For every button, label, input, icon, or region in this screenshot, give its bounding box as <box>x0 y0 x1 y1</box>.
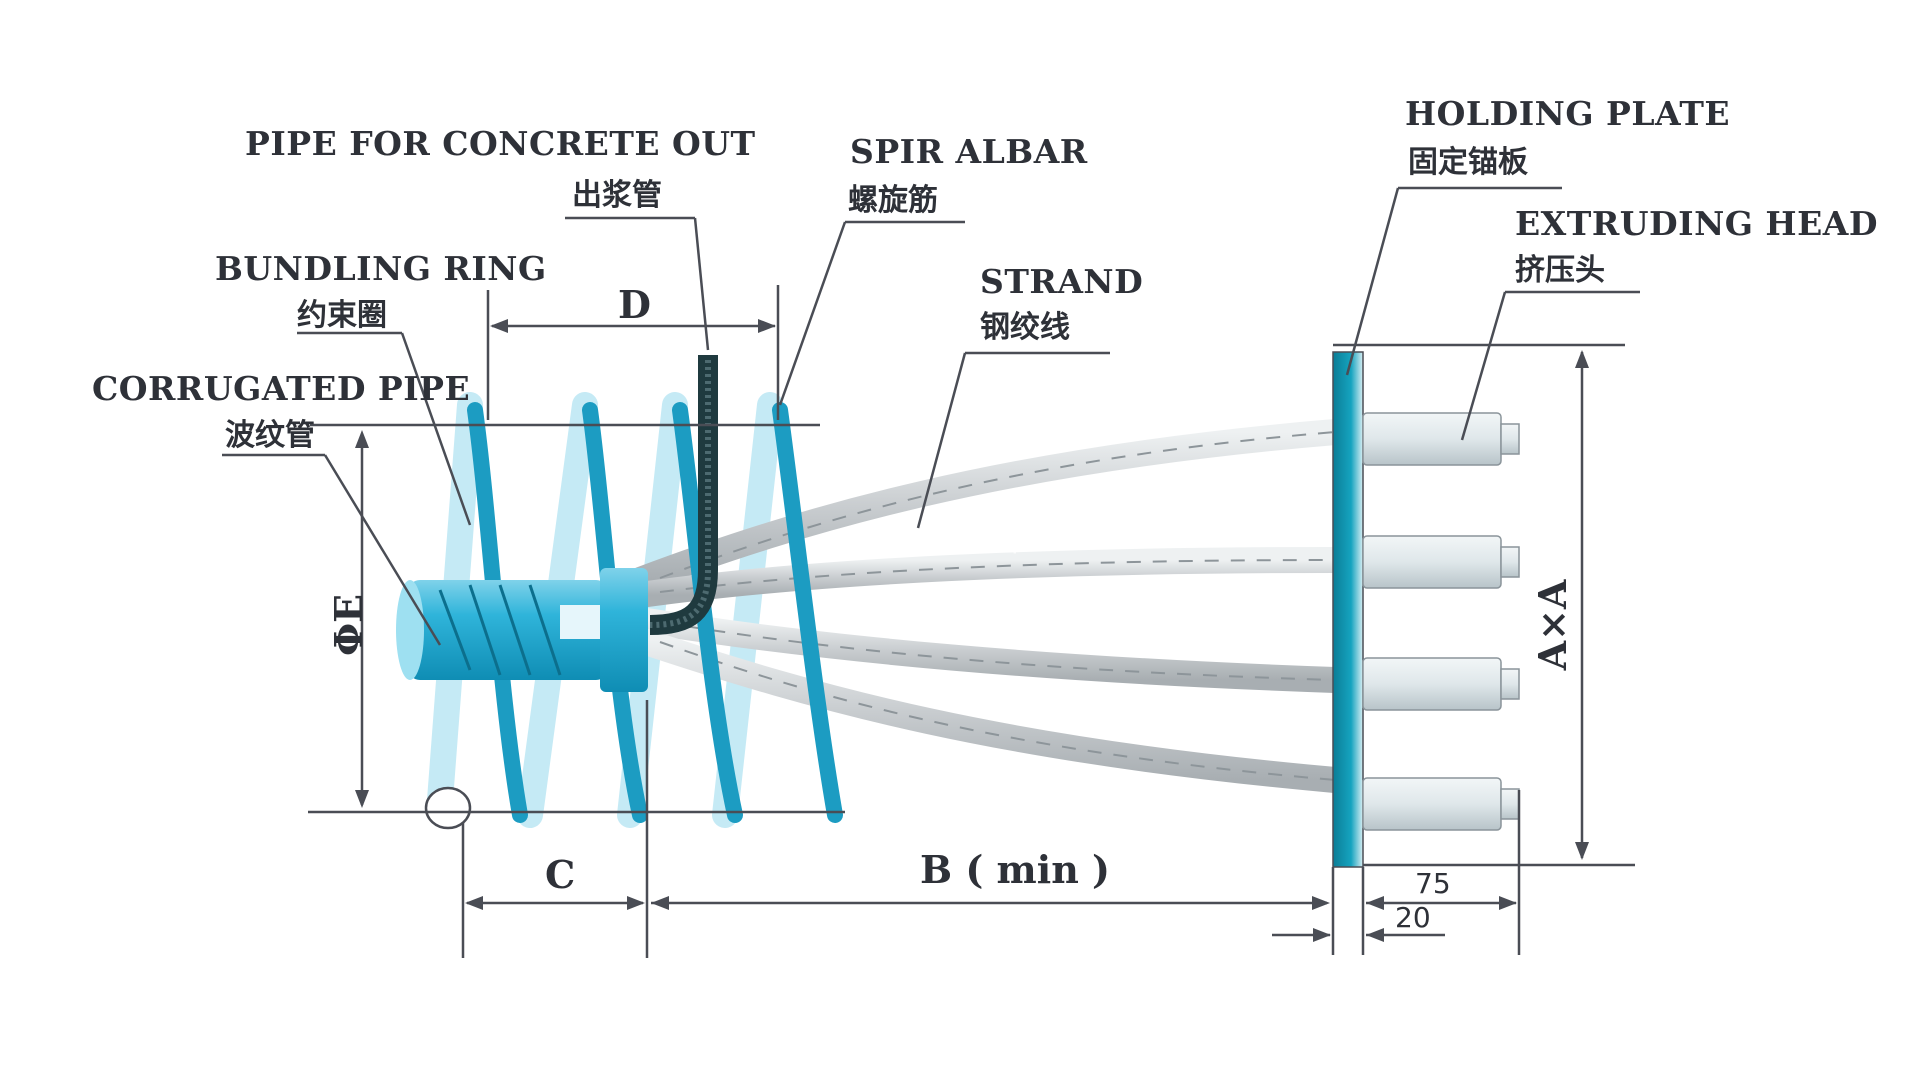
dimension-labels: D ΦE C B ( min ) A×A 75 20 <box>326 282 1575 934</box>
dim-a-x-a: A×A <box>1530 579 1575 671</box>
extruding-head-3 <box>1362 657 1502 711</box>
label-bundling-ring-zh: 约束圈 <box>297 298 387 333</box>
extruding-heads <box>1362 412 1520 831</box>
dim-75: 75 <box>1415 867 1451 900</box>
extruding-head-4 <box>1362 777 1502 831</box>
label-pipe-for-concrete-out: PIPE FOR CONCRETE OUT <box>245 124 756 163</box>
label-corrugated-pipe-zh: 波纹管 <box>225 418 315 453</box>
dim-d: D <box>618 282 651 327</box>
watermark: pt.cpsteelimpex.com <box>850 525 1123 555</box>
label-holding-plate: HOLDING PLATE <box>1405 94 1730 133</box>
dimension-lines <box>308 285 1635 958</box>
label-extruding-head-zh: 挤压头 <box>1515 253 1605 288</box>
dim-phi-e: ΦE <box>326 594 371 656</box>
label-corrugated-pipe: CORRUGATED PIPE <box>92 369 470 408</box>
labels: PIPE FOR CONCRETE OUT 出浆管 SPIR ALBAR 螺旋筋… <box>92 94 1878 453</box>
label-extruding-head: EXTRUDING HEAD <box>1515 204 1878 243</box>
dim-20: 20 <box>1395 901 1431 934</box>
extruding-head-1 <box>1362 412 1502 466</box>
corrugated-pipe <box>396 568 648 692</box>
label-spiral-bar-zh: 螺旋筋 <box>848 183 938 218</box>
dim-b-min: B ( min ) <box>920 847 1110 892</box>
label-bundling-ring: BUNDLING RING <box>215 249 547 288</box>
leader-lines <box>222 186 1640 646</box>
label-pipe-for-concrete-out-zh: 出浆管 <box>572 178 662 213</box>
label-strand: STRAND <box>980 262 1143 301</box>
label-holding-plate-zh: 固定锚板 <box>1408 145 1528 180</box>
label-spiral-bar: SPIR ALBAR <box>850 132 1088 171</box>
dim-c: C <box>545 852 575 897</box>
holding-plate <box>1332 351 1364 868</box>
extruding-head-2 <box>1362 535 1502 589</box>
label-strand-zh: 钢绞线 <box>980 310 1070 345</box>
pipe-for-concrete-out <box>649 355 718 635</box>
